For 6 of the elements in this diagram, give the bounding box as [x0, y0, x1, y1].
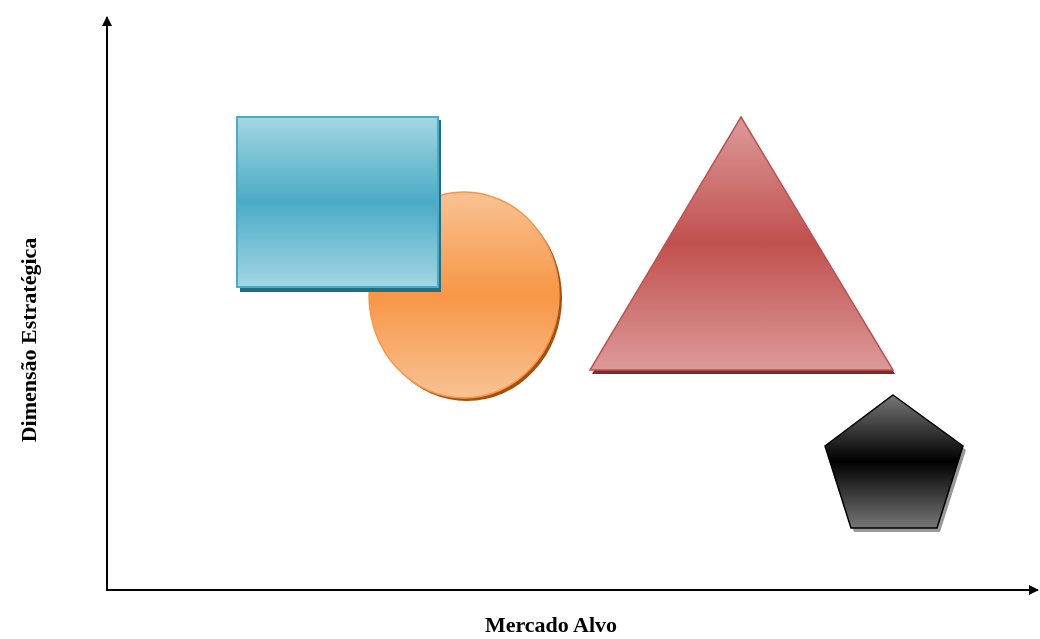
circle-shape — [367, 190, 565, 403]
pentagon-shape — [822, 393, 968, 534]
y-axis-title: Dimensão Estratégica — [16, 237, 42, 443]
triangle-shape — [588, 114, 898, 376]
square-shape — [235, 115, 443, 295]
x-axis-title: Mercado Alvo — [484, 612, 618, 638]
